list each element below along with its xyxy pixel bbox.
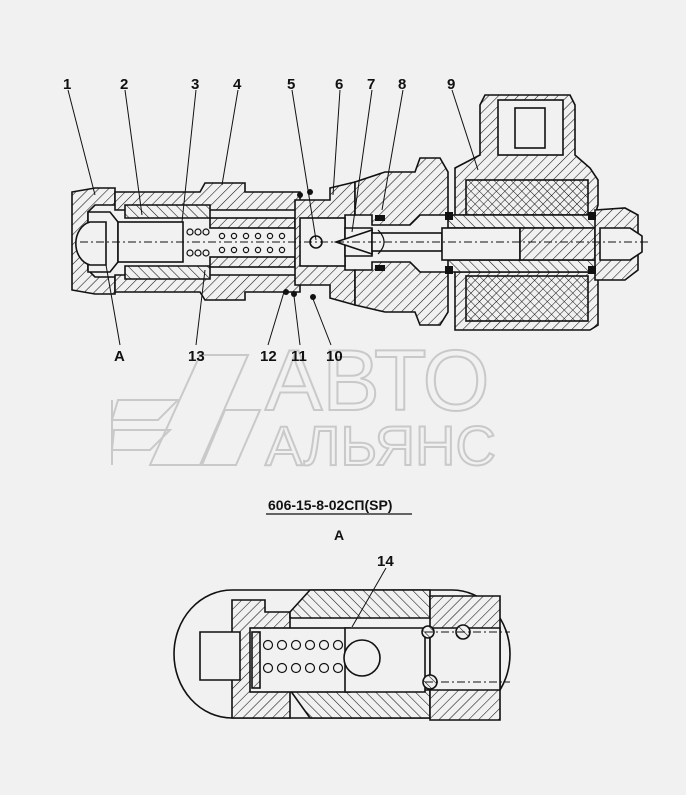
detail-a: 14 — [173, 553, 511, 721]
part-12-oring — [283, 289, 289, 295]
detail-spring — [262, 639, 344, 674]
callout-6: 6 — [335, 76, 343, 93]
detail-spring-chamber — [249, 627, 351, 693]
part-11-oring — [291, 291, 297, 297]
watermark-line-1: АВТО — [265, 333, 490, 429]
drawing-caption: 606-15-8-02СП(SP) А — [266, 497, 412, 543]
callout-1: 1 — [63, 76, 71, 93]
callout-7: 7 — [367, 76, 375, 93]
valve-assembly — [71, 94, 650, 331]
callout-2: 2 — [120, 76, 128, 93]
part-9-coil-bottom — [465, 275, 589, 322]
watermark-line-2: АЛЬЯНС — [265, 414, 496, 477]
callout-11: 11 — [291, 348, 307, 365]
part-9-coil-top — [465, 179, 589, 216]
detail-ball — [343, 639, 381, 677]
part-14-body-bottom — [288, 689, 431, 719]
watermark: АВТО АЛЬЯНС — [110, 332, 497, 478]
callout-8: 8 — [398, 76, 406, 93]
part-13-sleeve-top — [209, 217, 296, 229]
part-10-oring — [310, 294, 316, 300]
watermark-logo — [110, 354, 262, 466]
callout-13: 13 — [188, 348, 205, 365]
callout-labels-top: 1 2 3 4 5 6 7 8 9 — [63, 76, 455, 93]
callout-14: 14 — [377, 553, 394, 570]
leader-lines — [67, 89, 479, 346]
callout-10: 10 — [326, 348, 343, 365]
callout-12: 12 — [260, 348, 277, 365]
callout-4: 4 — [233, 76, 242, 93]
callout-labels-bottom: A 13 12 11 10 — [114, 348, 343, 365]
ball-seat — [75, 221, 107, 266]
callout-3: 3 — [191, 76, 199, 93]
callout-9: 9 — [447, 76, 455, 93]
part-3-spring-left — [186, 228, 210, 257]
callout-5: 5 — [287, 76, 295, 93]
part-8-housing-bottom — [354, 261, 449, 326]
section-label: А — [334, 527, 344, 543]
callout-a: A — [114, 348, 125, 365]
part-13-sleeve-bottom — [209, 256, 296, 268]
part-number: 606-15-8-02СП(SP) — [268, 497, 392, 513]
spring-main — [218, 232, 286, 254]
part-8-housing-top — [354, 157, 449, 226]
